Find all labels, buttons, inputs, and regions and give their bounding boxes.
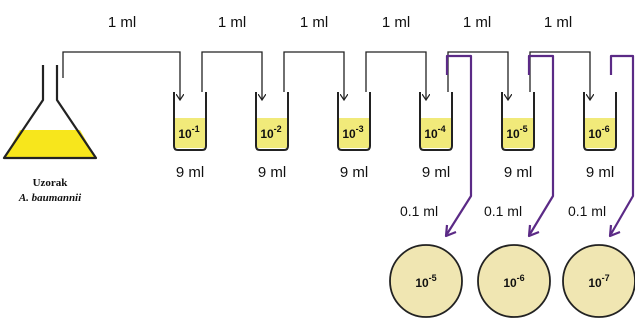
plating-arrow-2-head bbox=[527, 224, 540, 238]
tube-liquid bbox=[256, 118, 288, 148]
tube-liquid bbox=[338, 118, 370, 148]
plating-arrow-1-head bbox=[444, 224, 457, 238]
tube-volume-2: 9 ml bbox=[258, 164, 286, 181]
tube-dilution-label: 10-5 bbox=[506, 124, 527, 141]
tube-outline bbox=[583, 92, 617, 151]
tube-liquid bbox=[174, 118, 206, 148]
plating-arrow-1 bbox=[445, 54, 473, 235]
tube-liquid bbox=[584, 118, 616, 148]
sample-organism: A. baumannii bbox=[18, 192, 82, 204]
tube-volume-4: 9 ml bbox=[422, 164, 450, 181]
tube-dilution-label: 10-2 bbox=[260, 124, 281, 141]
plate-dilution-label: 10-6 bbox=[503, 273, 524, 290]
tube-4: 10-4 bbox=[419, 92, 453, 151]
tube-dilution-label: 10-3 bbox=[342, 124, 363, 141]
tube-outline bbox=[501, 92, 535, 151]
plating-arrow-2 bbox=[527, 54, 555, 235]
transfer-line-2 bbox=[201, 51, 262, 100]
tube-outline bbox=[255, 92, 289, 151]
transfer-label-3: 1 ml bbox=[300, 14, 328, 31]
tube-liquid bbox=[420, 118, 452, 148]
plate-dilution-label: 10-7 bbox=[588, 273, 609, 290]
flask-liquid bbox=[4, 130, 96, 158]
plate-circle bbox=[562, 244, 635, 318]
transfer-line-5 bbox=[447, 51, 508, 100]
tube-1: 10-1 bbox=[173, 92, 207, 151]
tube-5: 10-5 bbox=[501, 92, 535, 151]
tube-outline bbox=[419, 92, 453, 151]
transfer-line-1 bbox=[62, 51, 180, 100]
transfer-label-2: 1 ml bbox=[218, 14, 246, 31]
transfer-lines bbox=[62, 51, 590, 100]
tube-dilution-label: 10-6 bbox=[588, 124, 609, 141]
tube-volume-6: 9 ml bbox=[586, 164, 614, 181]
tube-outline bbox=[173, 92, 207, 151]
plate-1: 10-5 bbox=[389, 244, 463, 318]
plating-label-1: 0.1 ml bbox=[400, 203, 438, 219]
plate-3: 10-7 bbox=[562, 244, 635, 318]
plating-arrows bbox=[444, 54, 635, 238]
flask-outline bbox=[2, 65, 98, 160]
tube-volume-1: 9 ml bbox=[176, 164, 204, 181]
tube-volume-3: 9 ml bbox=[340, 164, 368, 181]
plating-arrow-3 bbox=[609, 54, 635, 235]
transfer-label-5: 1 ml bbox=[463, 14, 491, 31]
tube-6: 10-6 bbox=[583, 92, 617, 151]
transfer-label-6: 1 ml bbox=[544, 14, 572, 31]
tube-3: 10-3 bbox=[337, 92, 371, 151]
tube-dilution-label: 10-1 bbox=[178, 124, 199, 141]
tube-2: 10-2 bbox=[255, 92, 289, 151]
sample-flask bbox=[2, 65, 98, 160]
tube-dilution-label: 10-4 bbox=[424, 124, 445, 141]
plating-label-3: 0.1 ml bbox=[568, 203, 606, 219]
plate-circle bbox=[477, 244, 551, 318]
transfer-line-3 bbox=[283, 51, 344, 100]
plate-2: 10-6 bbox=[477, 244, 551, 318]
transfer-line-6 bbox=[529, 51, 590, 100]
tube-outline bbox=[337, 92, 371, 151]
plating-label-2: 0.1 ml bbox=[484, 203, 522, 219]
sample-title: Uzorak bbox=[33, 177, 69, 189]
transfer-label-1: 1 ml bbox=[108, 14, 136, 31]
plate-circle bbox=[389, 244, 463, 318]
plate-dilution-label: 10-5 bbox=[415, 273, 436, 290]
tube-liquid bbox=[502, 118, 534, 148]
transfer-line-4 bbox=[365, 51, 426, 100]
plating-arrow-3-head bbox=[608, 224, 621, 238]
transfer-label-4: 1 ml bbox=[382, 14, 410, 31]
tube-volume-5: 9 ml bbox=[504, 164, 532, 181]
